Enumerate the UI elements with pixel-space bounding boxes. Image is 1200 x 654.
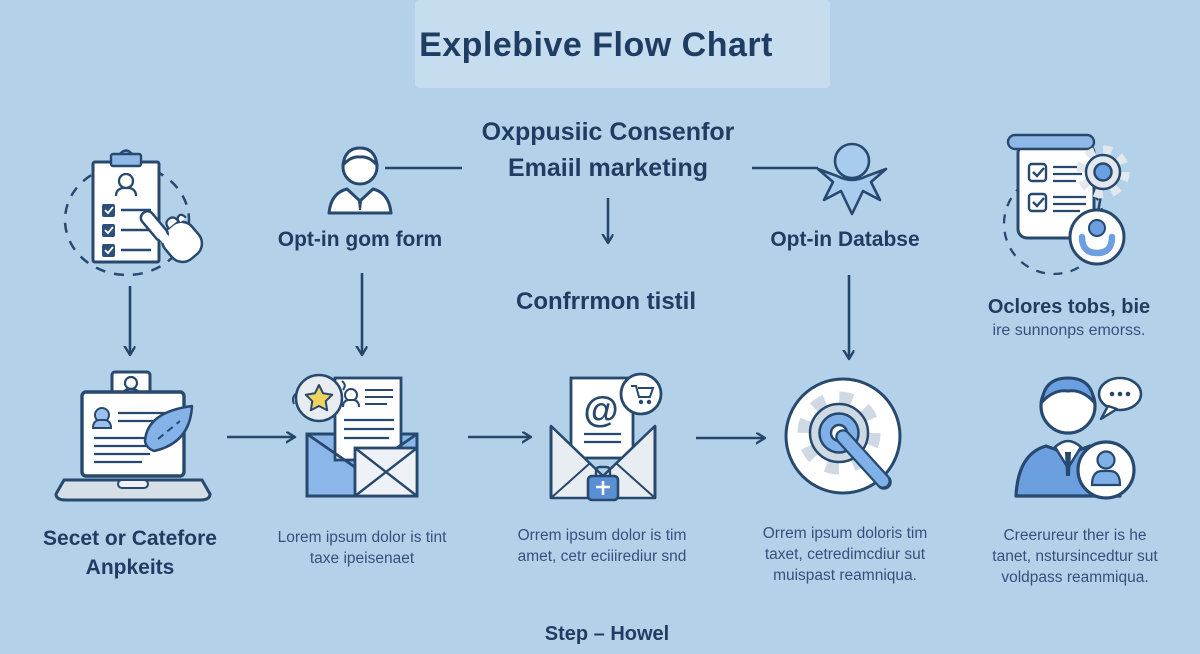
star-icon [304, 384, 334, 412]
clip [109, 152, 143, 168]
scroll-note-line1: Oclores tobs, bie [987, 296, 1151, 318]
consent-line1: Oxppusiic Consenfor [481, 118, 735, 146]
user-badge-icon [1068, 208, 1126, 266]
envelope-star-icon [292, 373, 419, 498]
tie [358, 201, 362, 210]
user-glyph [117, 172, 135, 190]
step3-caption-line2: amet, cetr eciiirediur snd [517, 548, 687, 565]
step3-caption: Orrem ipsum dolor is tim amet, cetr ecii… [518, 525, 687, 567]
document-content [342, 388, 394, 440]
cart-badge-icon [619, 372, 663, 416]
step2-caption-line1: Lorem ipsum dolor is tint [277, 529, 447, 546]
step4-caption: Orrem ipsum doloris tim taxet, cetredimc… [763, 523, 928, 586]
gear-search-icon [784, 377, 902, 495]
leaf-icon [143, 404, 194, 453]
person-chat-icon [1014, 376, 1143, 500]
scroll-note: Oclores tobs, bie ire sunnonps emorss. [988, 294, 1150, 341]
scroll-checklist-icon [1002, 133, 1130, 276]
laptop-leaf-icon [54, 370, 212, 502]
step4-caption-line2: taxet, cetredimcdiur sut [764, 546, 926, 563]
footer-label: Step – Howel [544, 623, 670, 645]
speech-bubble-icon [1097, 376, 1143, 421]
optin-person-icon [327, 146, 393, 215]
step3-caption-line1: Orrem ipsum dolor is tim [517, 527, 687, 544]
optin-database-icon [816, 142, 888, 216]
step1-title: Secet or Catefore Anpkeits [43, 524, 217, 582]
step2-caption-line2: taxe ipeisenaet [309, 550, 415, 567]
page-title: Explebive Flow Chart [419, 26, 773, 64]
user-badge-icon [1076, 440, 1136, 500]
hair [341, 146, 379, 167]
step5-caption-line2: tanet, nstursincedtur sut [992, 548, 1158, 565]
screen-doc-content [91, 407, 166, 464]
step1-title-line1: Secet or Catefore [43, 527, 217, 550]
optin-db-label: Opt-in Databse [770, 228, 920, 251]
briefcase-icon [586, 465, 620, 502]
step1-title-line2: Anpkeits [85, 556, 175, 579]
silhouette-body [816, 167, 888, 216]
envelope-at-icon: @ [549, 372, 663, 502]
confirm-label: Confrrmon tistil [516, 288, 696, 315]
step5-caption: Creerureur ther is he tanet, nstursinced… [992, 525, 1157, 588]
title-panel [415, 0, 830, 88]
check-rows [1027, 162, 1086, 213]
step2-caption: Lorem ipsum dolor is tint taxe ipeisenae… [278, 527, 447, 569]
consent-heading: Oxppusiic Consenfor Emaiil marketing [482, 114, 735, 186]
at-symbol-glyph: @ [583, 389, 618, 430]
magnifier-handle-icon [835, 429, 892, 490]
scroll-curl [1006, 133, 1096, 151]
step5-caption-line1: Creerureur ther is he [1003, 527, 1147, 544]
consent-line2: Emaiil marketing [507, 154, 709, 182]
clipboard-checklist-icon [63, 149, 204, 277]
step4-caption-line3: muispast reamniqua. [773, 567, 917, 584]
step5-caption-line3: voldpass reammiqua. [1001, 569, 1149, 586]
step4-caption-line1: Orrem ipsum doloris tim [762, 525, 928, 542]
checklist-rows [102, 204, 151, 257]
tie [1065, 452, 1071, 476]
hair [1040, 376, 1096, 404]
optin-form-label: Opt-in gom form [277, 228, 443, 251]
scroll-note-line2: ire sunnonps emorss. [992, 322, 1146, 339]
pointing-hand-icon [139, 209, 204, 264]
laptop-base [54, 478, 212, 502]
gear-icon [1076, 145, 1130, 199]
